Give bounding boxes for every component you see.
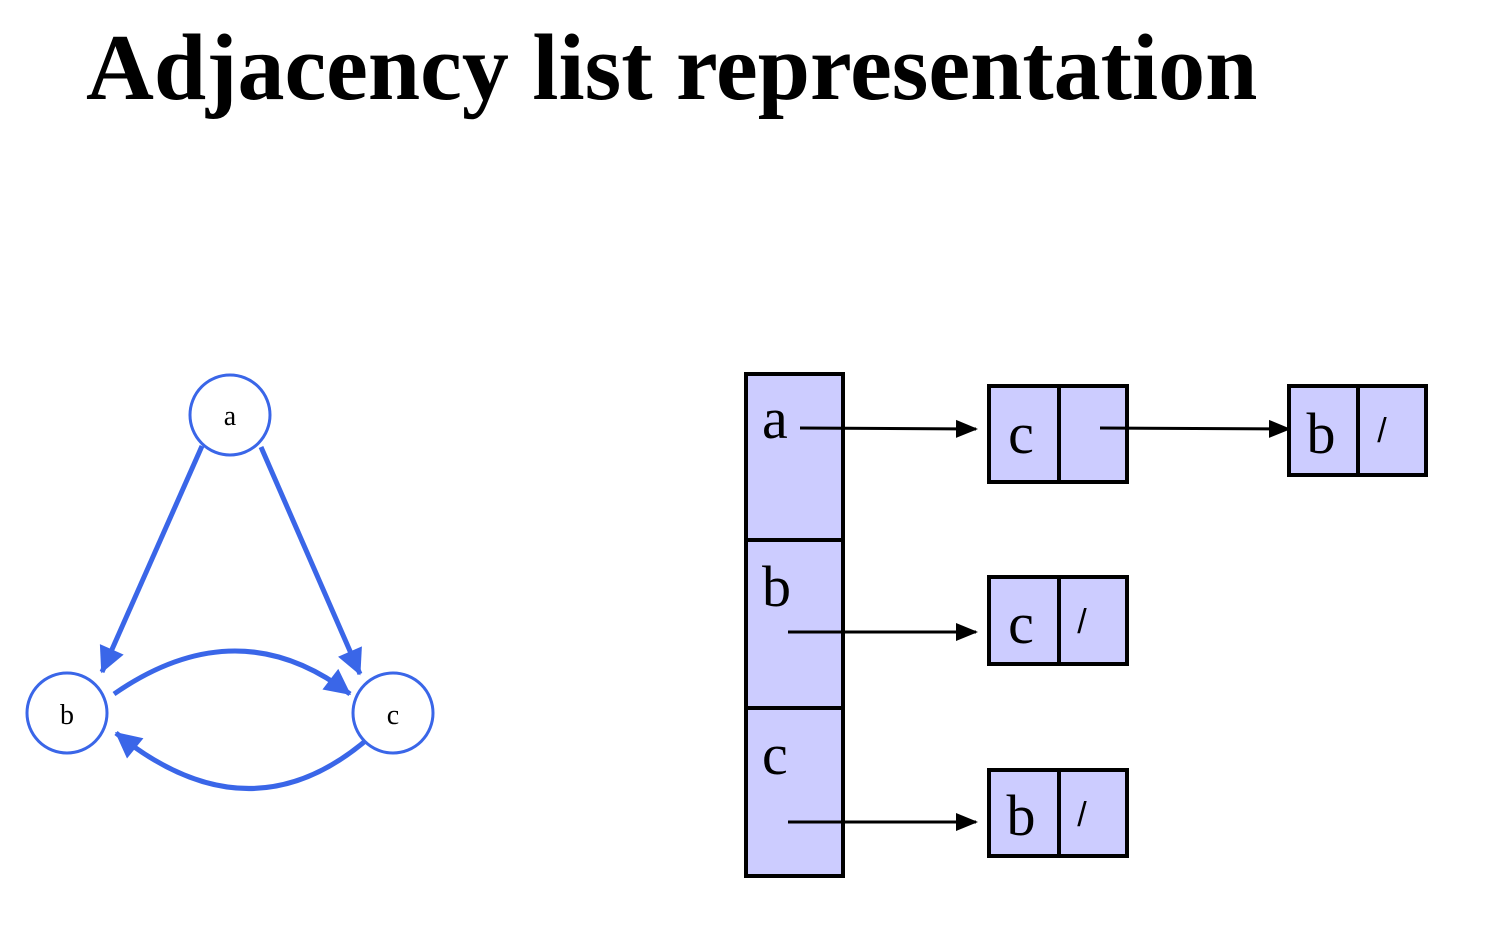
edge-a-b	[99, 444, 205, 674]
vertex-cell-c	[744, 706, 845, 878]
graph-node-c-label: c	[387, 700, 399, 731]
vertex-array: a b c	[744, 372, 845, 878]
graph-node-b-label: b	[60, 700, 74, 731]
vertex-label-b: b	[762, 554, 791, 619]
null-pointer-c-1: /	[1077, 796, 1087, 834]
graph-node-a-label: a	[224, 401, 237, 432]
list-node-c-1: b /	[987, 768, 1129, 858]
vertex-label-c: c	[762, 722, 788, 787]
list-node-a-1-value: c	[1008, 401, 1034, 466]
pointer-arrow-a	[799, 419, 978, 438]
edge-b-c	[112, 648, 352, 697]
graph-node-b: b	[25, 671, 109, 755]
null-pointer-b-1: /	[1077, 603, 1087, 641]
list-node-b-1: c /	[987, 575, 1129, 666]
slide-title: Adjacency list representation	[86, 16, 1258, 120]
adjacency-list: a b c c b / c / b /	[744, 372, 1428, 878]
list-node-a-1: c	[987, 384, 1129, 484]
vertex-cell-b	[744, 538, 845, 710]
edge-c-b	[114, 731, 372, 791]
graph-node-c: c	[351, 671, 435, 755]
vertex-label-a: a	[762, 386, 788, 451]
pointer-arrow-a-next	[1099, 419, 1291, 438]
null-pointer-a-2: /	[1377, 412, 1387, 450]
list-node-a-2: b /	[1287, 384, 1428, 477]
list-node-c-1-value: b	[1007, 783, 1036, 848]
edge-a-c	[258, 446, 363, 676]
list-node-a-2-value: b	[1307, 401, 1336, 466]
vertex-cell-a	[744, 372, 845, 542]
list-node-b-1-value: c	[1008, 591, 1034, 656]
graph-node-a: a	[188, 373, 272, 457]
directed-graph: a b c	[25, 373, 435, 791]
